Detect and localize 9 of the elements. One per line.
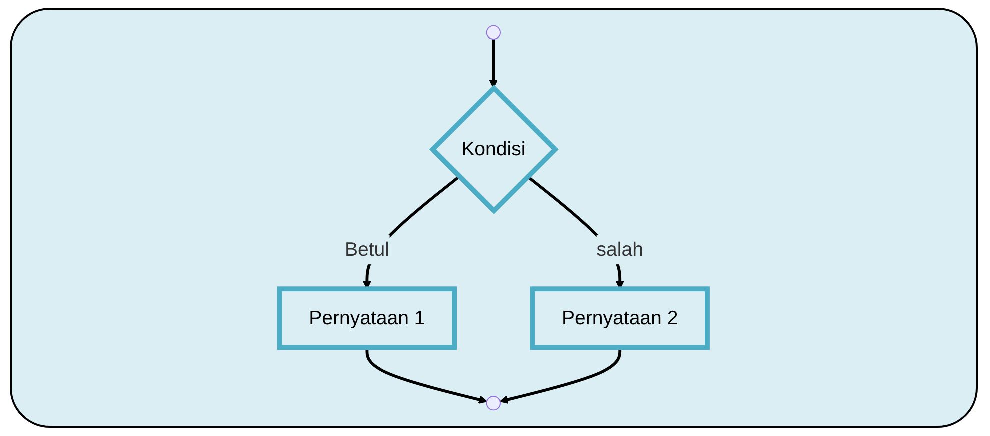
arrow: [366, 348, 488, 404]
edge-label: salah: [597, 239, 644, 261]
node-box: [278, 286, 458, 350]
arrow: [500, 348, 622, 404]
panel-background: Betul salah Kondisi Pernyataan 1 Pernyataan 2: [10, 8, 978, 428]
node-box: [530, 286, 710, 350]
arrow: [490, 39, 498, 89]
node-diamond: [430, 84, 560, 214]
edge-label: Betul: [345, 239, 390, 261]
